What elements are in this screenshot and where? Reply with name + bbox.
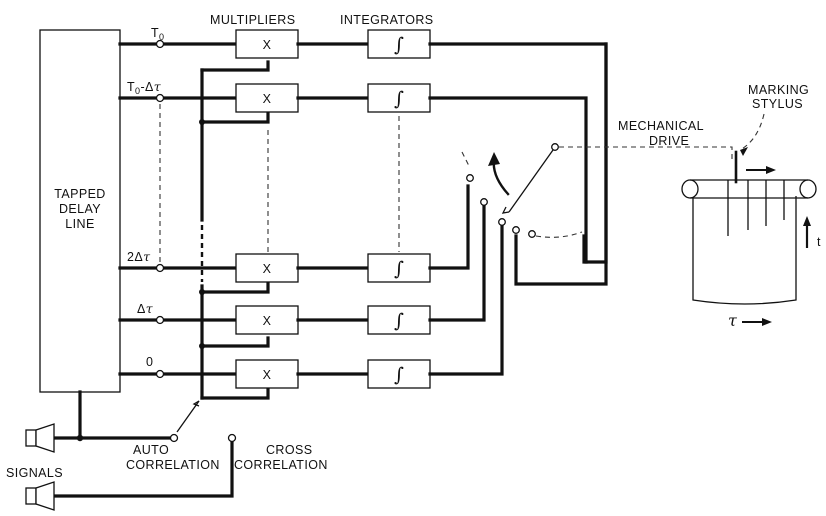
mechanical-label-2: DRIVE xyxy=(649,134,689,148)
commutator-contacts xyxy=(461,143,583,238)
tap-circle-t0 xyxy=(155,39,165,49)
multiplier-5-symbol: X xyxy=(263,368,272,382)
speaker-icon xyxy=(25,423,55,453)
mechanical-drive-link xyxy=(559,146,733,160)
rotation-arrow-head xyxy=(488,152,500,166)
tap-circle-t0-dt xyxy=(155,93,165,103)
paper-roll-icon xyxy=(681,150,817,305)
delay-line-label-3: LINE xyxy=(65,217,94,231)
tap-label-dt: Δτ xyxy=(137,301,154,316)
multipliers-header: MULTIPLIERS xyxy=(210,13,295,27)
integrator-4-symbol: ∫ xyxy=(394,310,404,332)
multiplier-1 xyxy=(235,29,299,59)
tap-circle-2dt xyxy=(155,263,165,273)
speaker-icon-2 xyxy=(25,481,55,511)
tap-label-t0-dt: T0-Δτ xyxy=(127,79,162,96)
multiplier-4-symbol: X xyxy=(263,314,272,328)
auto-correlation-label-1: AUTO xyxy=(133,443,169,457)
commutator-arm xyxy=(508,149,554,213)
tap-circle-zero xyxy=(155,369,165,379)
multiplier-integrator-links xyxy=(296,42,370,376)
stylus-pointer-head xyxy=(740,147,748,156)
multiplier-4 xyxy=(235,305,299,335)
auto-correlation-contact xyxy=(169,433,179,443)
integrator-3 xyxy=(367,253,431,283)
stylus-pointer xyxy=(739,113,765,151)
marking-label-2: STYLUS xyxy=(752,97,803,111)
integrator-2 xyxy=(367,83,431,113)
integrator-1-symbol: ∫ xyxy=(394,34,404,56)
cross-correlation-label-2: CORRELATION xyxy=(234,458,328,472)
cross-correlation-contact xyxy=(227,433,237,443)
tap-label-2dt: 2Δτ xyxy=(127,249,151,264)
integrators-header: INTEGRATORS xyxy=(340,13,434,27)
tap-circle-dt xyxy=(155,315,165,325)
multiplier-1-symbol: X xyxy=(263,38,272,52)
integrator-3-symbol: ∫ xyxy=(394,258,404,280)
axis-tau-label: τ xyxy=(728,311,738,330)
signals-label: SIGNALS xyxy=(6,466,63,480)
axis-t-label: t xyxy=(817,235,821,249)
integrator-outputs xyxy=(428,42,608,376)
mechanical-label-1: MECHANICAL xyxy=(618,119,704,133)
integrator-2-symbol: ∫ xyxy=(394,88,404,110)
multipliers: X X X X X xyxy=(235,29,299,389)
multiplier-2-symbol: X xyxy=(263,92,272,106)
tap-lines xyxy=(118,42,238,376)
integrator-5-symbol: ∫ xyxy=(394,364,404,386)
multiplier-5 xyxy=(235,359,299,389)
auto-correlation-label-2: CORRELATION xyxy=(126,458,220,472)
tap-label-zero: 0 xyxy=(146,355,153,369)
rotation-arrow xyxy=(492,158,510,196)
delay-line-label-1: TAPPED xyxy=(54,187,106,201)
integrators: ∫ ∫ ∫ ∫ ∫ xyxy=(367,29,431,389)
signal-input xyxy=(52,390,237,498)
integrator-4 xyxy=(367,305,431,335)
integrator-5 xyxy=(367,359,431,389)
delay-line-label-2: DELAY xyxy=(59,202,101,216)
commutator-arm-tip xyxy=(501,206,510,214)
marking-label-1: MARKING xyxy=(748,83,809,97)
multiplier-3 xyxy=(235,253,299,283)
tapped-delay-line: TAPPED DELAY LINE xyxy=(39,29,121,393)
common-bus xyxy=(199,60,270,400)
tap-points xyxy=(155,39,165,379)
tap-label-t0: T0 xyxy=(151,26,164,42)
multiplier-3-symbol: X xyxy=(263,262,272,276)
cross-correlation-label-1: CROSS xyxy=(266,443,312,457)
